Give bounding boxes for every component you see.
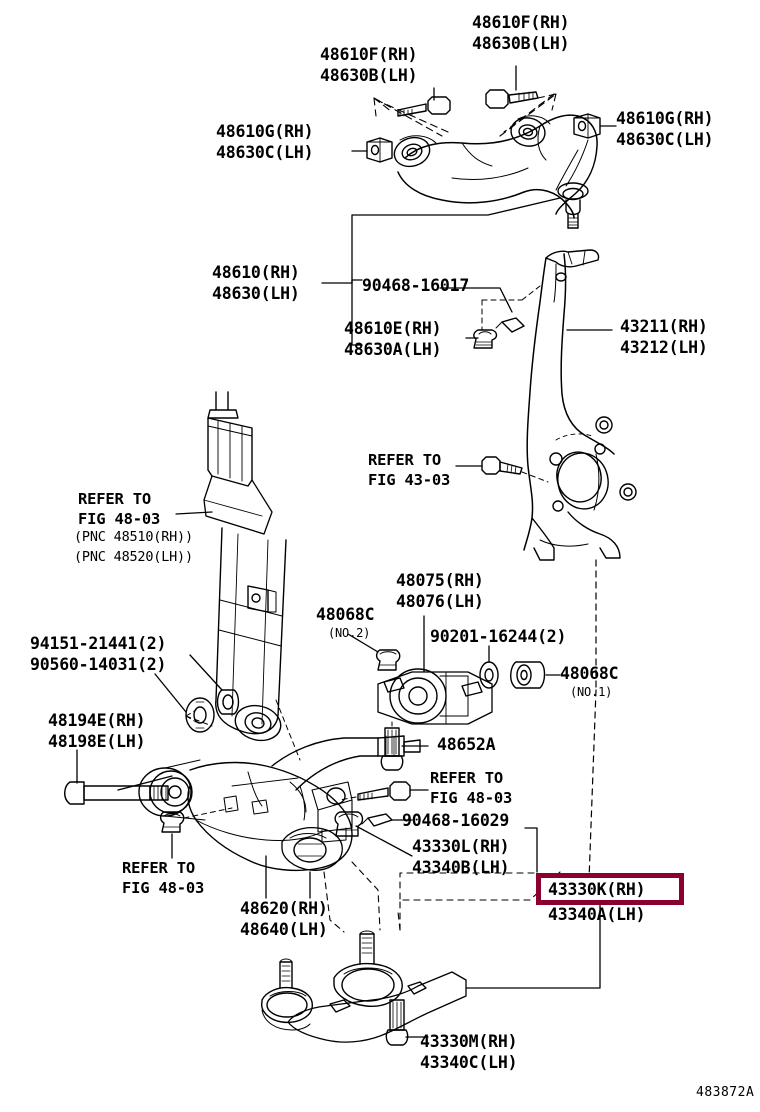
upper-cotter-nut-drawing (439, 285, 541, 349)
label-43330M-bolt: 43330M(RH) 43340C(LH) (420, 1032, 518, 1073)
bolt-43330M (385, 999, 409, 1046)
label-48068C-no2-sub: (NO.2) (328, 626, 371, 640)
label-43340A: 43340A(LH) (548, 905, 646, 924)
highlight-box-43330K (536, 873, 684, 905)
label-48652A-bolt: 48652A (437, 735, 496, 754)
figure-id: 483872A (696, 1085, 755, 1100)
bolt-fig48-03-right (357, 781, 411, 801)
label-48610G-left: 48610G(RH) 48630C(LH) (216, 122, 314, 163)
bolt-48610F-right (485, 89, 539, 109)
label-48075-bracket: 48075(RH) 48076(LH) (396, 571, 484, 612)
bolt-48610F-left (397, 96, 451, 117)
nut-48068C-no2 (375, 649, 401, 671)
label-48620-lower-arm: 48620(RH) 48640(LH) (240, 899, 328, 940)
bolt-48652A (380, 727, 404, 771)
spacer-90560 (216, 689, 240, 715)
label-refer-fig-43-03: REFER TO FIG 43-03 (368, 451, 451, 490)
label-48610F-top: 48610F(RH) 48630B(LH) (472, 13, 570, 54)
bolt-48194E (64, 749, 169, 805)
label-48068C-no1-sub: (NO.1) (570, 685, 613, 699)
upper-control-arm-drawing (321, 65, 617, 346)
label-43330L-nut: 43330L(RH) 43340B(LH) (412, 837, 510, 878)
label-90468-16029: 90468-16029 (402, 811, 510, 830)
cotter-pin-90468-16029 (361, 813, 393, 827)
washer-90201 (479, 661, 499, 689)
label-90468-16017: 90468-16017 (362, 276, 470, 295)
label-43330K-highlighted: 43330K(RH) (548, 880, 646, 899)
label-48610E-nut: 48610E(RH) 48630A(LH) (344, 319, 442, 360)
bolt-fig43-03 (481, 456, 523, 475)
label-48610G-right: 48610G(RH) 48630C(LH) (616, 109, 714, 150)
nut-43330L (334, 811, 364, 837)
label-refer-fig-48-03-right: REFER TO FIG 48-03 (430, 769, 513, 808)
lower-arm-bracket-drawing (347, 615, 561, 771)
label-pnc-48520: (PNC 48520(LH)) (74, 549, 193, 565)
label-90201-16244: 90201-16244(2) (430, 627, 567, 646)
bushing-48610G-left (366, 137, 393, 163)
label-48610-upper-arm: 48610(RH) 48630(LH) (212, 263, 300, 304)
label-48610F-left: 48610F(RH) 48630B(LH) (320, 45, 418, 86)
steering-knuckle-drawing (455, 249, 637, 894)
label-refer-fig-48-03-strut: REFER TO FIG 48-03 (78, 490, 161, 529)
label-48068C-no2: 48068C (316, 605, 375, 624)
label-refer-fig-48-03-left: REFER TO FIG 48-03 (122, 859, 205, 898)
bushing-48068C-no1 (510, 661, 546, 689)
bushing-48610G-right (573, 113, 601, 139)
strut-drawing (175, 391, 287, 742)
washer-spacer-drawing (154, 654, 240, 733)
label-94151-90560-washers: 94151-21441(2) 90560-14031(2) (30, 634, 167, 675)
nut-fig48-03-left (159, 811, 185, 833)
label-48068C-no1: 48068C (560, 664, 619, 683)
label-48194E-bolt: 48194E(RH) 48198E(LH) (48, 711, 146, 752)
label-pnc-48510: (PNC 48510(RH)) (74, 529, 193, 545)
label-43211-knuckle: 43211(RH) 43212(LH) (620, 317, 708, 358)
lower-ball-joint-drawing (261, 892, 601, 1043)
